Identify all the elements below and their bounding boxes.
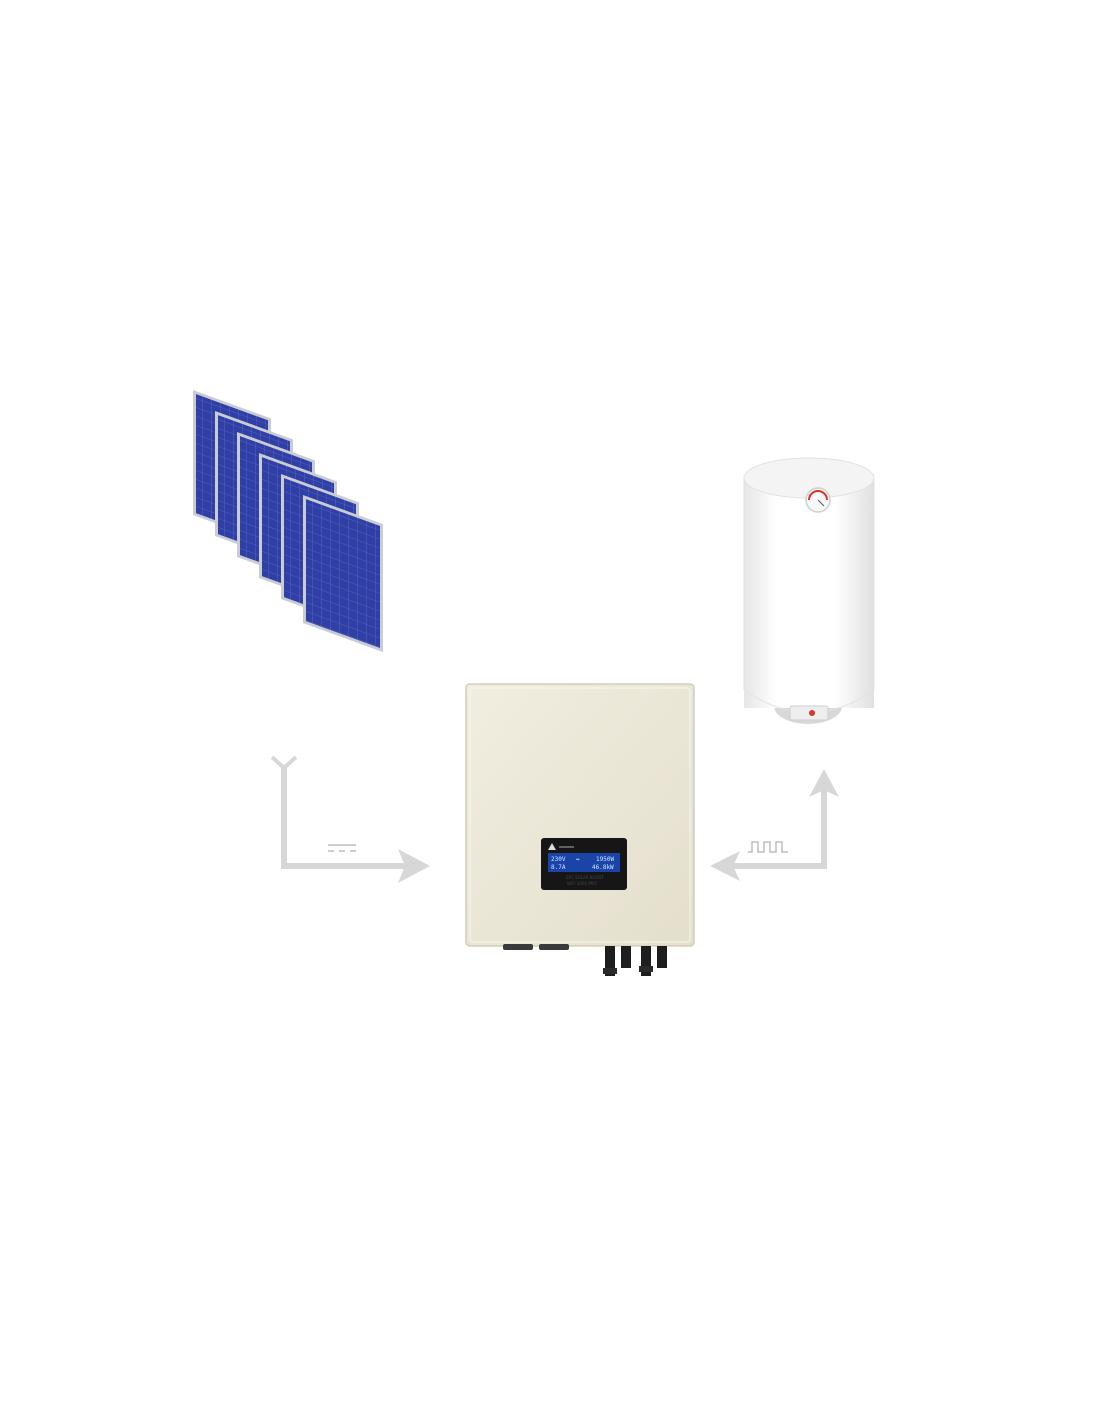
square-wave-arrow xyxy=(710,769,839,881)
square-wave-icon xyxy=(748,841,788,853)
indicator-light-icon xyxy=(809,710,815,716)
display-line2-left: 8.7A xyxy=(551,864,566,871)
dc-arrow xyxy=(270,755,430,883)
solar-panel xyxy=(303,495,383,653)
display-line2-right: 46.8kW xyxy=(592,864,614,871)
thermometer-gauge-icon xyxy=(805,487,831,513)
controller-label-line1: EPC SOLAR BOOST xyxy=(566,875,604,880)
display-line1-right: 1950W xyxy=(596,856,614,863)
water-heater-icon xyxy=(743,457,875,724)
solar-controller-icon: 230V ↔ 1950W 8.7A 46.8kW EPC SOLAR BOOST… xyxy=(465,683,695,976)
display-line1-left: 230V xyxy=(551,856,566,863)
controller-label-line2: WIFI 3000 PRO xyxy=(567,881,597,886)
controller-connectors xyxy=(503,944,667,976)
solar-panel-array-icon xyxy=(193,390,383,653)
controller-display-screen xyxy=(548,853,620,872)
display-line1-mid: ↔ xyxy=(576,856,580,863)
dc-symbol-icon xyxy=(328,844,356,852)
